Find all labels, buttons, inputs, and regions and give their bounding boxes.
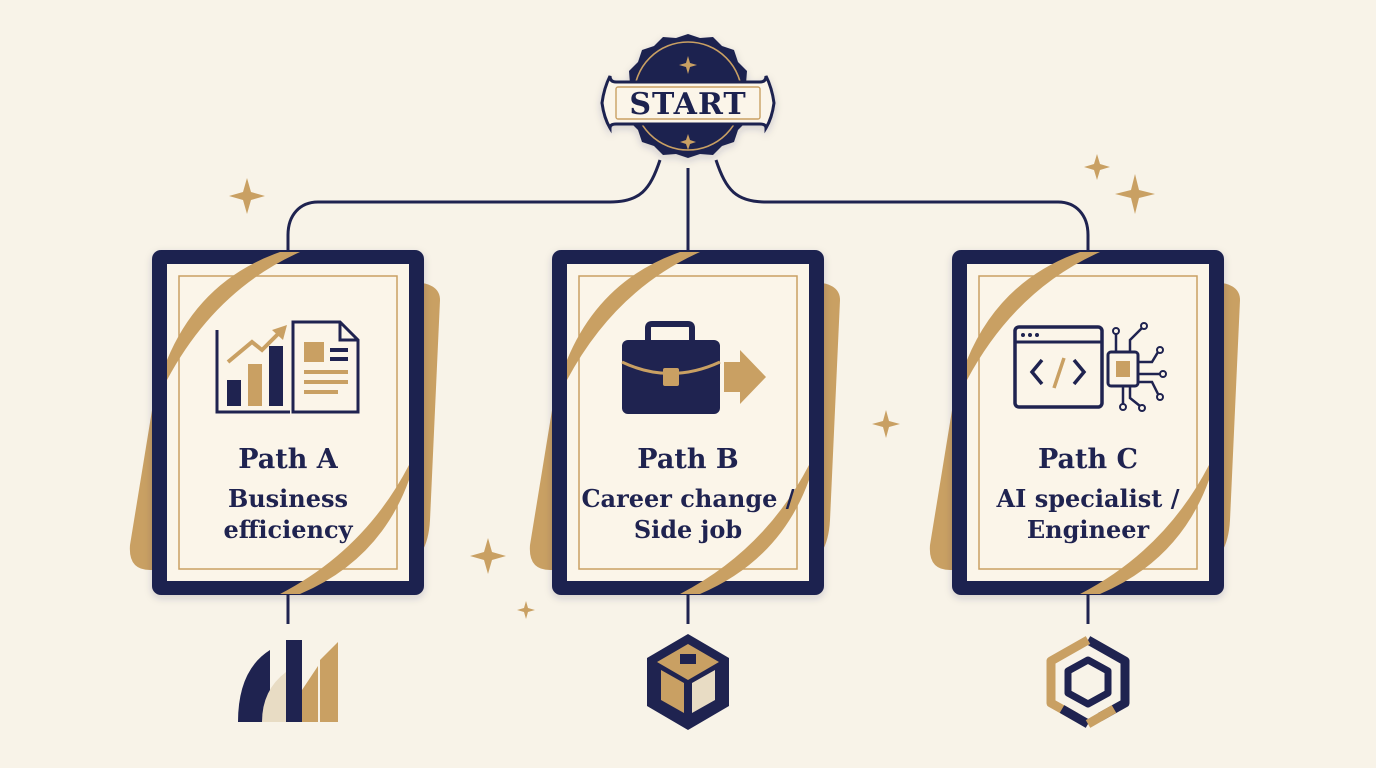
connector-lines xyxy=(286,159,1090,624)
path-c-card[interactable]: Path C AI specialist / Engineer xyxy=(929,250,1240,595)
sparkle-icon xyxy=(872,410,900,438)
sparkle-icon xyxy=(470,538,506,574)
interlocking-hexagon-logo-icon xyxy=(1046,636,1130,728)
path-a-title: Path A xyxy=(238,444,339,475)
path-b-title: Path B xyxy=(637,444,738,475)
connector-to-path-a xyxy=(286,159,662,252)
path-c-subtitle-line-1: AI specialist / xyxy=(996,484,1180,513)
bar-chart-document-icon xyxy=(215,320,360,414)
hexagon-box-logo-icon xyxy=(647,634,729,730)
stepped-bars-logo-icon xyxy=(238,640,338,722)
path-a-subtitle-line-2: efficiency xyxy=(223,515,353,544)
start-badge: START xyxy=(600,34,776,158)
path-b-subtitle-line-1: Career change / xyxy=(581,484,794,513)
briefcase-arrow-icon xyxy=(621,321,766,414)
path-b-subtitle-line-2: Side job xyxy=(634,515,742,544)
path-b-card[interactable]: Path B Career change / Side job xyxy=(529,250,840,595)
sparkle-icon xyxy=(229,178,265,214)
code-window-chip-icon xyxy=(1013,322,1167,412)
connector-to-path-c xyxy=(714,159,1090,252)
sparkle-icon xyxy=(1084,154,1110,180)
sparkle-icon xyxy=(1115,174,1155,214)
sparkle-icon xyxy=(517,601,535,619)
path-c-title: Path C xyxy=(1038,444,1138,475)
path-a-card[interactable]: Path A Business efficiency xyxy=(129,250,441,595)
start-label: START xyxy=(629,87,746,122)
path-a-subtitle-line-1: Business xyxy=(228,484,348,513)
path-c-subtitle-line-2: Engineer xyxy=(1027,515,1150,544)
start-plaque xyxy=(600,75,776,134)
